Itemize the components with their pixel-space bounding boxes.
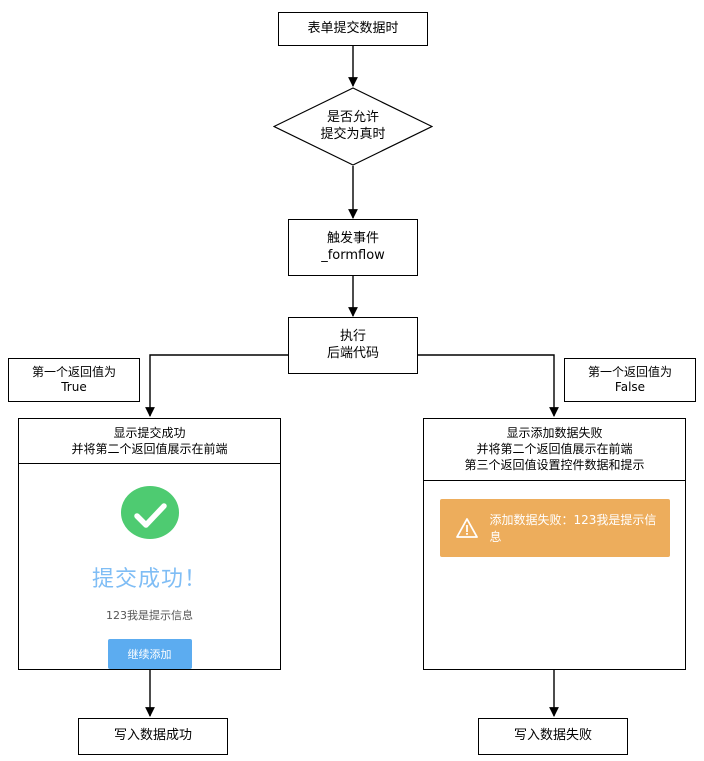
panel-success-header: 显示提交成功 并将第二个返回值展示在前端 [19, 419, 280, 465]
panel-success: 显示提交成功 并将第二个返回值展示在前端 提交成功！ 123我是提示信息 继续添… [18, 418, 281, 670]
success-title: 提交成功！ [91, 567, 207, 592]
node-label-return-true-label: 第一个返回值为 True [31, 365, 116, 394]
node-end-write-success[interactable]: 写入数据成功 [78, 718, 228, 755]
warning-triangle-icon [455, 517, 478, 539]
node-end-write-success-label: 写入数据成功 [113, 728, 192, 744]
panel-success-body: 提交成功！ 123我是提示信息 继续添加 [19, 464, 280, 669]
panel-error-header: 显示添加数据失败 并将第二个返回值展示在前端 第三个返回值设置控件数据和提示 [424, 419, 685, 481]
node-decision-label: 是否允许 提交为真时 [320, 110, 386, 142]
node-trigger-event-label: 触发事件 _formflow [321, 231, 385, 263]
success-message: 123我是提示信息 [106, 609, 193, 622]
node-label-return-false-label: 第一个返回值为 False [587, 365, 672, 394]
error-banner: 添加数据失败：123我是提示信息 [439, 498, 670, 557]
panel-error: 显示添加数据失败 并将第二个返回值展示在前端 第三个返回值设置控件数据和提示 添… [423, 418, 686, 670]
node-execute-backend-label: 执行 后端代码 [326, 329, 379, 361]
panel-error-body: 添加数据失败：123我是提示信息 [424, 481, 685, 669]
node-end-write-fail-label: 写入数据失败 [513, 728, 592, 744]
node-decision[interactable]: 是否允许 提交为真时 [273, 87, 433, 166]
node-trigger-event[interactable]: 触发事件 _formflow [288, 219, 418, 276]
node-execute-backend[interactable]: 执行 后端代码 [288, 317, 418, 374]
node-end-write-fail[interactable]: 写入数据失败 [478, 718, 628, 755]
node-label-return-false[interactable]: 第一个返回值为 False [564, 358, 696, 402]
diamond-shape [273, 87, 433, 166]
node-start-label: 表单提交数据时 [307, 20, 399, 36]
node-start[interactable]: 表单提交数据时 [278, 12, 428, 46]
continue-add-button[interactable]: 继续添加 [107, 639, 192, 669]
check-circle-icon [120, 486, 179, 539]
error-banner-text: 添加数据失败：123我是提示信息 [489, 512, 657, 544]
node-label-return-true[interactable]: 第一个返回值为 True [8, 358, 140, 402]
